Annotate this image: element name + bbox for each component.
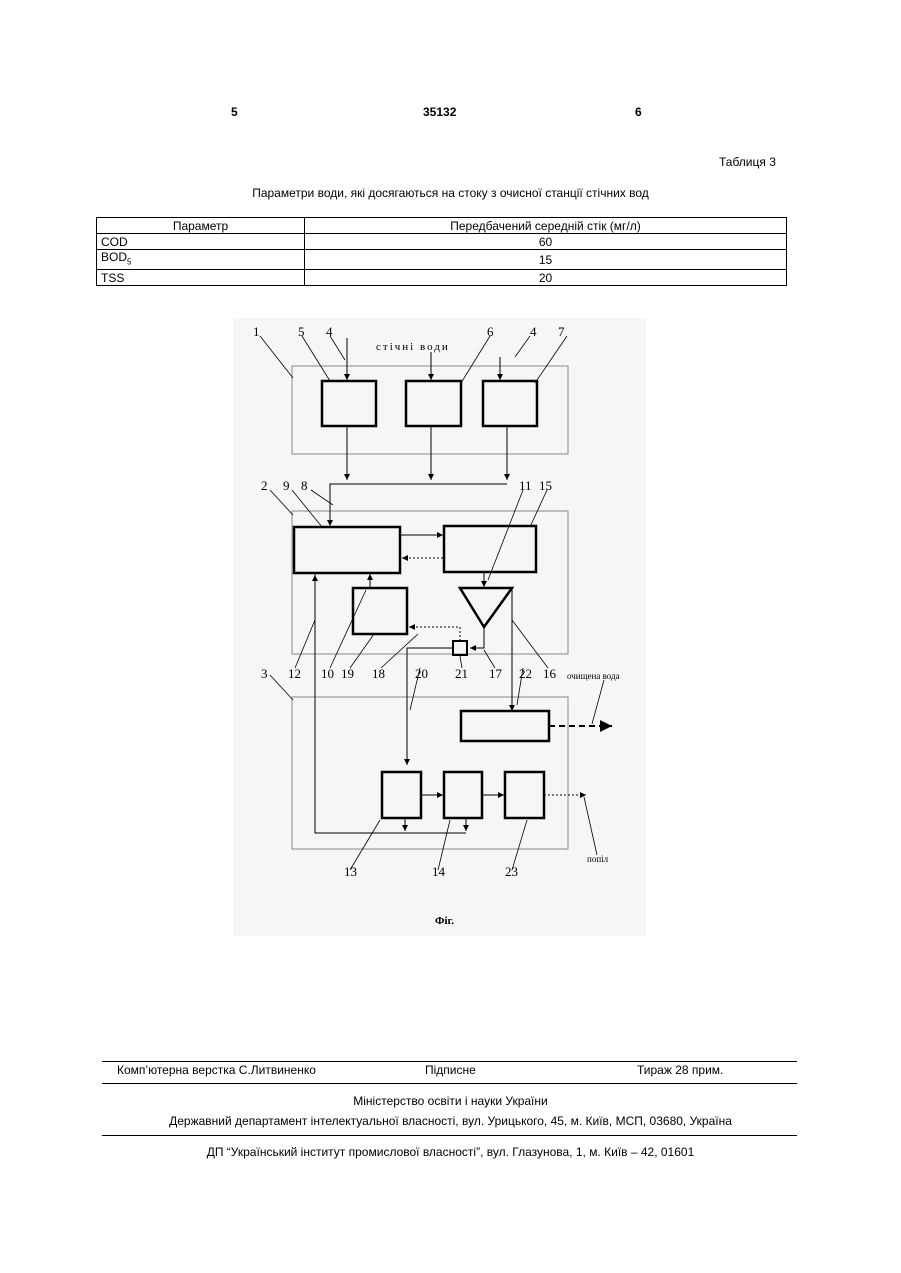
label-number: 4 <box>326 324 333 339</box>
ministry-line: Міністерство освіти і науки України <box>0 1094 901 1108</box>
label-number: 22 <box>519 666 532 681</box>
label-number: 12 <box>288 666 301 681</box>
ash-label: попіл <box>587 854 609 864</box>
department-line: Державний департамент інтелектуальної вл… <box>0 1114 901 1128</box>
label-number: 8 <box>301 478 308 493</box>
label-number: 13 <box>344 864 357 879</box>
footer-rule-middle <box>102 1083 797 1084</box>
footer-rule-top <box>102 1061 797 1062</box>
figure-background <box>233 318 646 936</box>
label-number: 5 <box>298 324 305 339</box>
label-number: 15 <box>539 478 552 493</box>
clean-water-label: очищена вода <box>567 671 620 681</box>
label-number: 6 <box>487 324 494 339</box>
signed-note: Підписне <box>425 1063 476 1077</box>
label-number: 16 <box>543 666 557 681</box>
label-number: 17 <box>489 666 503 681</box>
label-number: 3 <box>261 666 268 681</box>
label-number: 1 <box>253 324 260 339</box>
label-number: 20 <box>415 666 428 681</box>
label-number: 21 <box>455 666 468 681</box>
label-number: 10 <box>321 666 334 681</box>
label-number: 9 <box>283 478 290 493</box>
layout-credit: Комп’ютерна верстка С.Литвиненко <box>117 1063 316 1077</box>
figure-caption: Фіг. <box>435 915 454 927</box>
label-number: 4 <box>530 324 537 339</box>
circulation-note: Тираж 28 прим. <box>637 1063 723 1077</box>
label-number: 23 <box>505 864 518 879</box>
label-number: 18 <box>372 666 385 681</box>
wastewater-label: стічні води <box>376 341 450 353</box>
label-number: 14 <box>432 864 446 879</box>
label-number: 19 <box>341 666 354 681</box>
label-number: 2 <box>261 478 268 493</box>
footer-rule-bottom <box>102 1135 797 1136</box>
label-number: 7 <box>558 324 565 339</box>
institute-line: ДП “Український інститут промислової вла… <box>0 1145 901 1159</box>
label-number: 11 <box>519 478 532 493</box>
